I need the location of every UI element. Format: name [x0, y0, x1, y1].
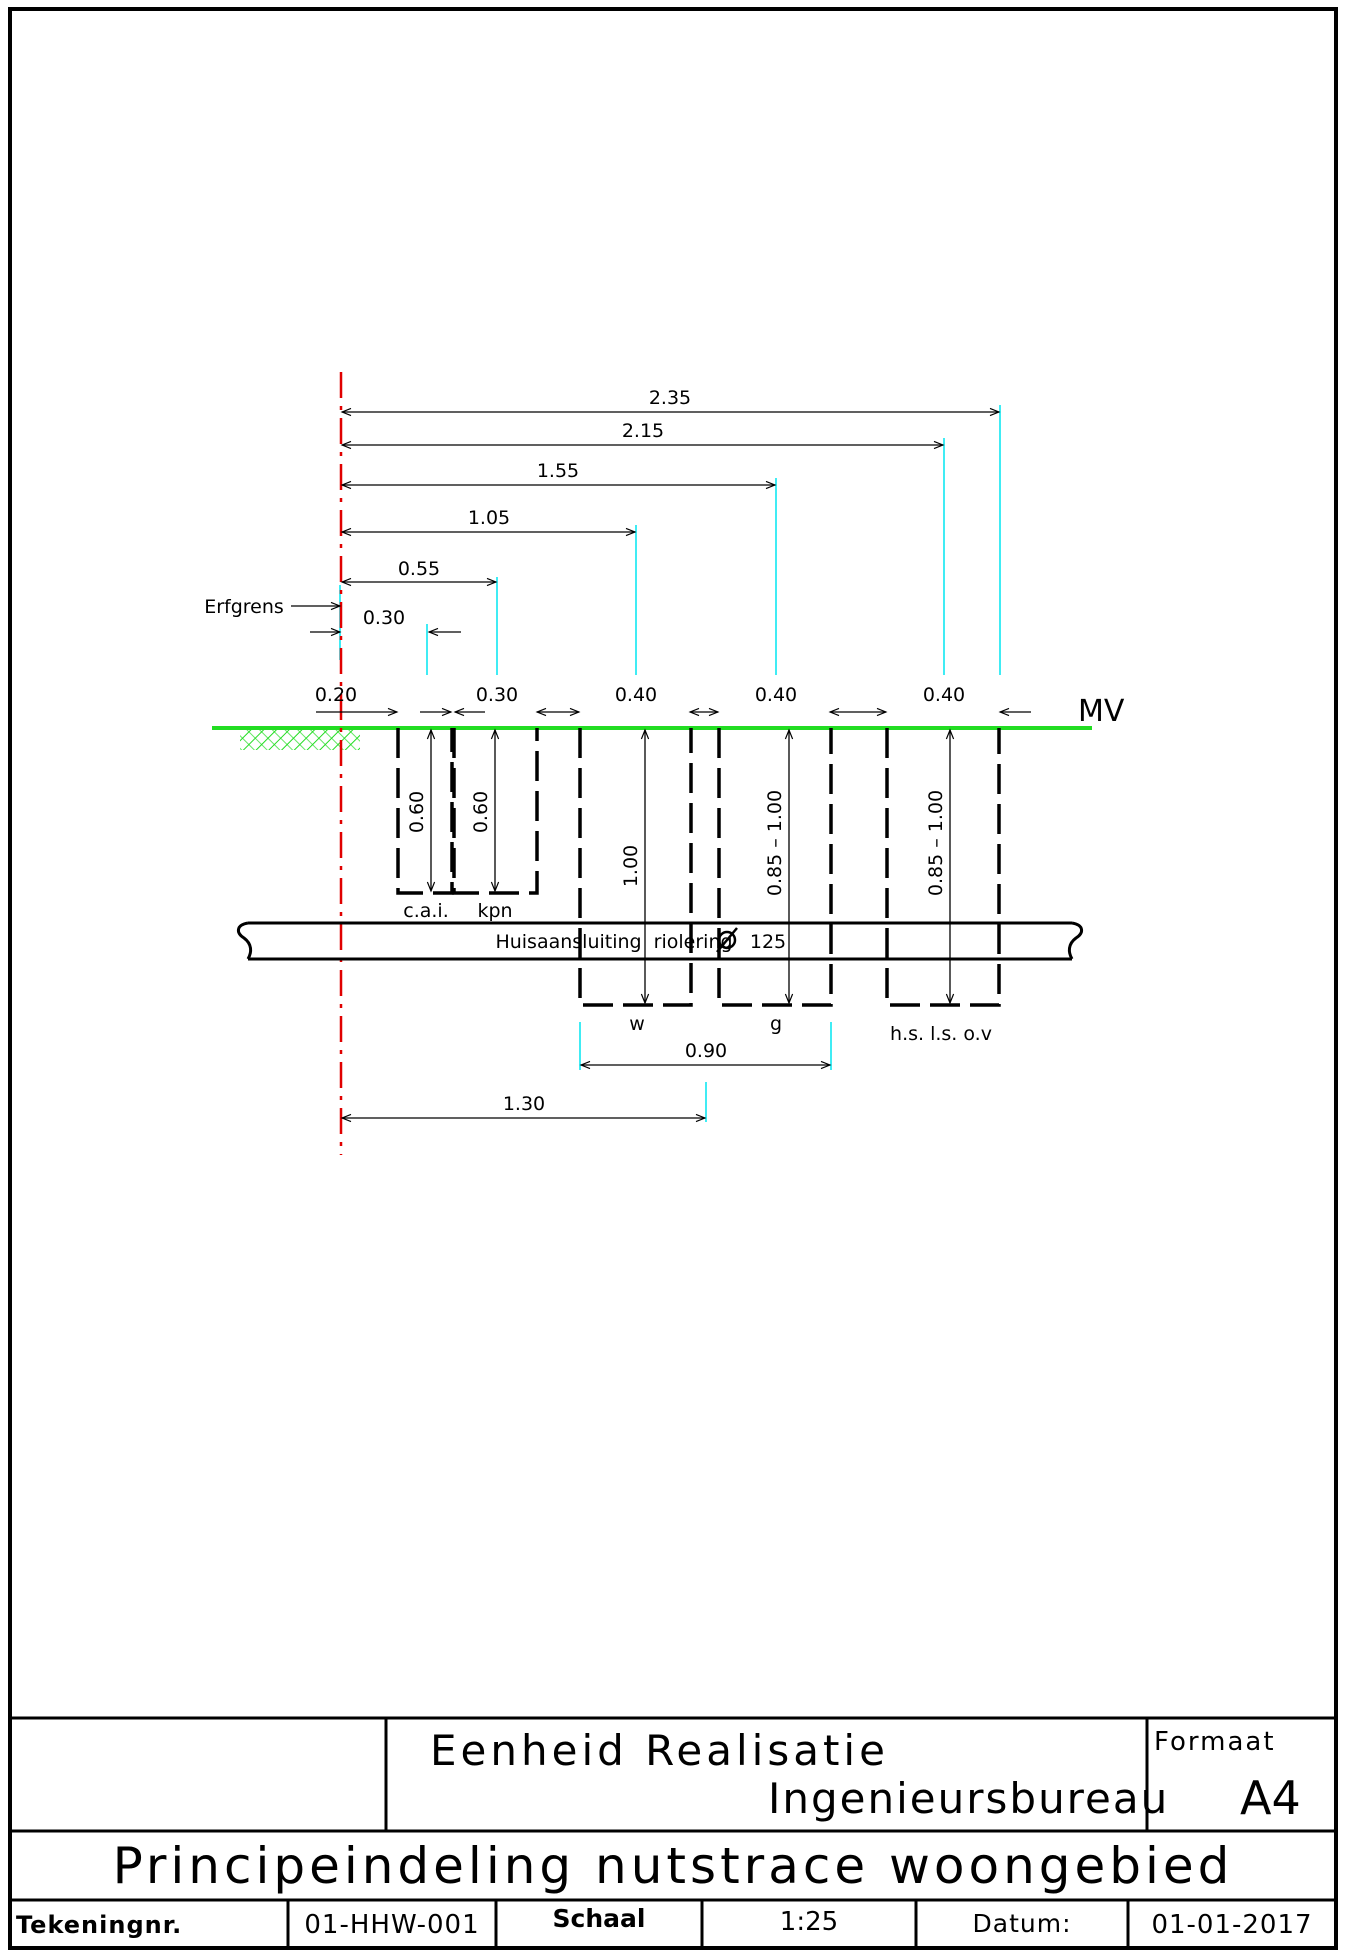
dim-1-30: 1.30	[503, 1093, 545, 1115]
date-value: 01-01-2017	[1151, 1910, 1313, 1940]
label-cai: c.a.i.	[403, 900, 449, 922]
org-name-line1: Eenheid Realisatie	[430, 1725, 889, 1775]
label-w: w	[629, 1013, 645, 1035]
scale-value: 1:25	[779, 1907, 839, 1937]
format-value: A4	[1240, 1771, 1301, 1825]
dim-0-40-b: 0.40	[755, 684, 797, 706]
sewer-pipe	[237, 921, 1083, 961]
depth-kpn: 0.60	[470, 791, 492, 833]
dim-2-35: 2.35	[649, 387, 691, 409]
extension-lines	[339, 405, 1001, 1122]
drawing-title: Principeindeling nutstrace woongebied	[112, 1837, 1234, 1895]
label-kpn: kpn	[477, 900, 512, 922]
dim-2-15: 2.15	[622, 420, 664, 442]
diameter-icon	[716, 927, 738, 953]
date-label: Datum:	[972, 1908, 1072, 1938]
depth-hs: 0.85 – 1.00	[925, 790, 947, 896]
scale-label: Schaal	[552, 1903, 646, 1933]
format-label: Formaat	[1154, 1727, 1276, 1757]
label-hsls: h.s. l.s. o.v	[890, 1023, 992, 1045]
dim-0-30: 0.30	[476, 684, 518, 706]
label-mv: MV	[1078, 694, 1125, 729]
dim-0-20: 0.20	[315, 684, 357, 706]
drawing-number: 01-HHW-001	[304, 1910, 480, 1940]
label-sewer: Huisaansluiting riolering	[495, 931, 732, 953]
dim-0-30-top: 0.30	[363, 607, 405, 629]
org-name-line2: Ingenieursbureau	[768, 1773, 1170, 1823]
dim-0-40-a: 0.40	[615, 684, 657, 706]
depth-w: 1.00	[620, 845, 642, 887]
trench-kpn	[452, 728, 539, 895]
trench-w	[578, 728, 693, 1007]
label-sewer-diameter: 125	[750, 931, 786, 953]
trench-g	[717, 728, 833, 1007]
dim-0-90: 0.90	[685, 1040, 727, 1062]
title-block-frame	[10, 1716, 1336, 1948]
dim-1-55: 1.55	[537, 460, 579, 482]
trenches	[396, 728, 1001, 1007]
dim-0-40-c: 0.40	[923, 684, 965, 706]
depth-g: 0.85 – 1.00	[764, 790, 786, 896]
dimension-lines	[291, 412, 1031, 1118]
drawing-number-label: Tekeningnr.	[16, 1911, 183, 1939]
sheet-border	[8, 7, 1338, 1950]
dim-0-55: 0.55	[398, 558, 440, 580]
trench-cai	[396, 728, 454, 895]
dim-1-05: 1.05	[468, 507, 510, 529]
label-g: g	[770, 1013, 782, 1035]
trench-hsls	[885, 728, 1001, 1007]
depth-cai: 0.60	[406, 791, 428, 833]
label-erfgrens: Erfgrens	[204, 596, 284, 618]
